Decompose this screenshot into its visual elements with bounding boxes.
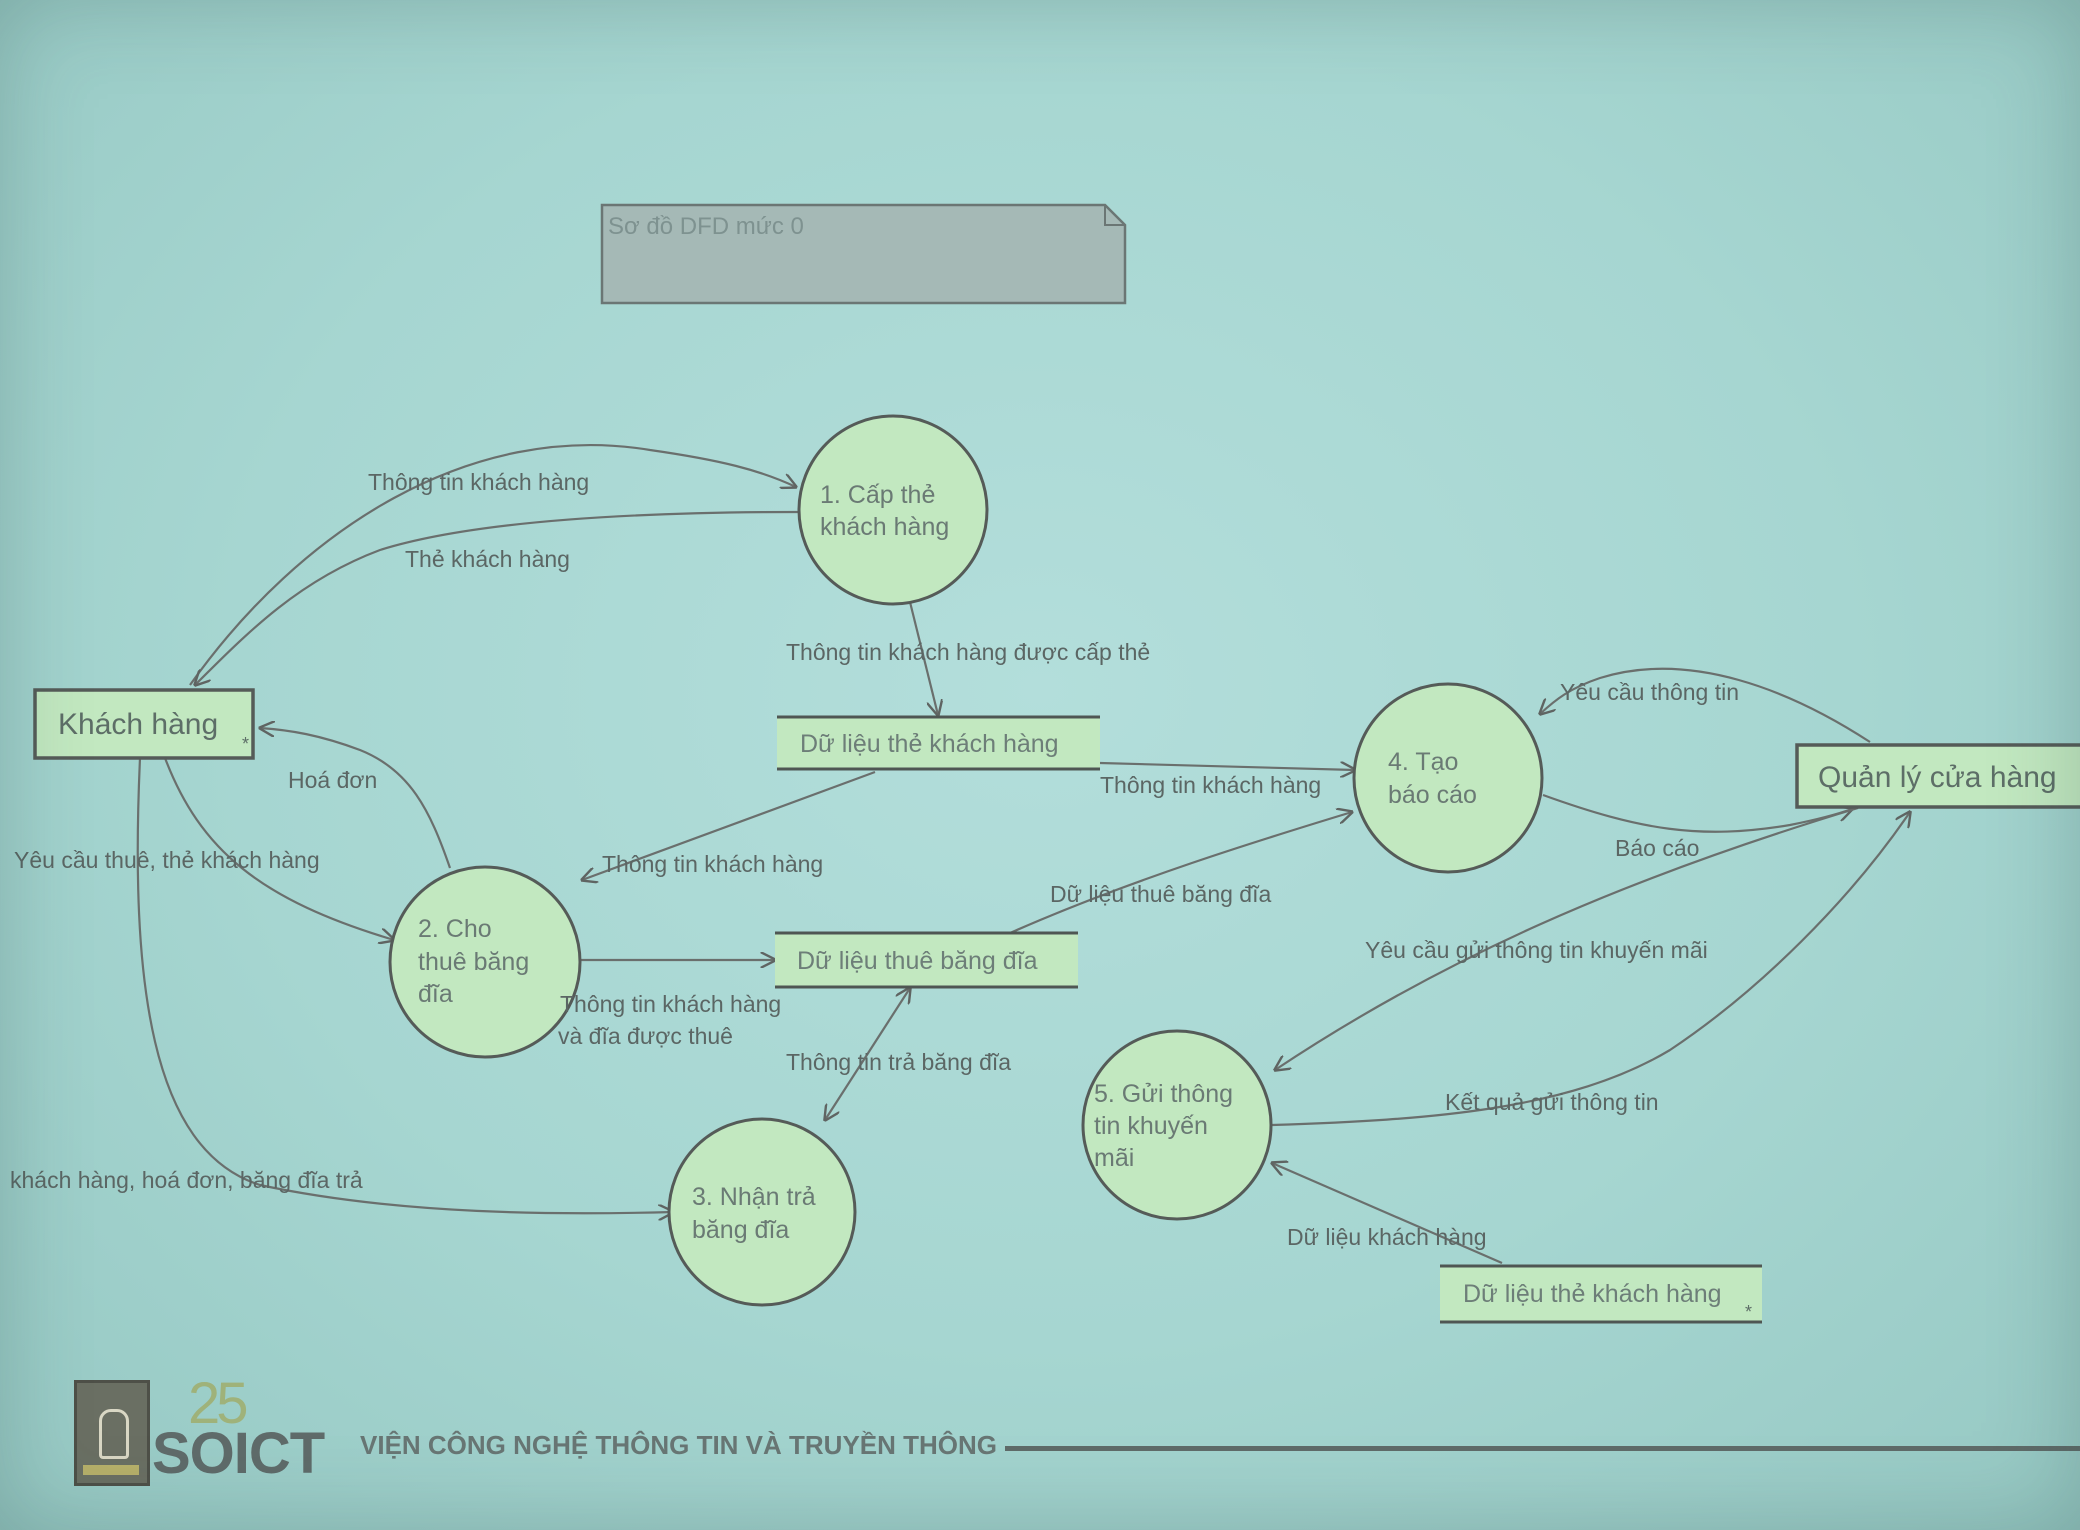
flow-label-info-request: Yêu cầu thông tin — [1560, 679, 1739, 705]
flow-label-return-info: Thông tin trả băng đĩa — [786, 1049, 1011, 1075]
university-logo-icon — [74, 1380, 150, 1486]
process-5-line2: tin khuyến — [1094, 1112, 1208, 1140]
flow-label-rental-data-report: Dữ liệu thuê băng đĩa — [1050, 881, 1271, 907]
flow-label-invoice: Hoá đơn — [288, 767, 377, 793]
process-4-line1: 4. Tạo — [1388, 748, 1458, 776]
flow-label-customer-info-top: Thông tin khách hàng — [368, 469, 589, 495]
flow-label-customer-info-store: Thông tin khách hàng — [602, 851, 823, 877]
process-1: 1. Cấp thẻ khách hàng — [797, 414, 989, 606]
data-flows — [136, 444, 1910, 1265]
flow-p3-store2 — [825, 988, 910, 1120]
process-2-line2: thuê băng — [418, 948, 529, 976]
flow-label-customer-card: Thẻ khách hàng — [405, 546, 570, 572]
flow-customer-to-p2 — [163, 757, 394, 940]
flow-p1-to-store1 — [908, 601, 938, 715]
process-2-line1: 2. Cho — [418, 915, 492, 943]
store-2-label: Dữ liệu thuê băng đĩa — [797, 947, 1038, 975]
store-1-label: Dữ liệu thẻ khách hàng — [800, 730, 1059, 758]
process-5: 5. Gửi thông tin khuyến mãi — [1081, 1029, 1273, 1221]
store-3-label: Dữ liệu thẻ khách hàng — [1463, 1280, 1722, 1308]
entity-store-manager: Quản lý cửa hàng — [1795, 743, 2080, 809]
flow-label-customer-data: Dữ liệu khách hàng — [1287, 1224, 1487, 1250]
anniversary-25-logo: 25 — [188, 1371, 248, 1436]
flow-store3-to-p5 — [1272, 1163, 1503, 1265]
process-5-line1: 5. Gửi thông — [1094, 1080, 1233, 1108]
entity-customer-marker: * — [242, 734, 249, 754]
process-2: 2. Cho thuê băng đĩa — [388, 865, 582, 1059]
store-customer-card-data-1: Dữ liệu thẻ khách hàng — [777, 715, 1100, 771]
process-4-line2: báo cáo — [1388, 781, 1477, 809]
flow-customer-to-p3 — [136, 757, 673, 1213]
flow-label-promo-request: Yêu cầu gửi thông tin khuyến mãi — [1365, 937, 1708, 963]
flow-p2-to-customer — [260, 728, 452, 869]
diagram-title: Sơ đồ DFD mức 0 — [608, 213, 804, 240]
flow-label-return-input: khách hàng, hoá đơn, băng đĩa trả — [10, 1167, 363, 1193]
flow-label-promo-result: Kết quả gửi thông tin — [1445, 1089, 1659, 1115]
process-2-line3: đĩa — [418, 980, 453, 1008]
flow-label-report: Báo cáo — [1615, 835, 1699, 861]
flow-p1-to-customer — [195, 510, 801, 685]
flow-label-rent-request: Yêu cầu thuê, thẻ khách hàng — [14, 847, 320, 873]
flow-label-card-issued-info: Thông tin khách hàng được cấp thẻ — [786, 639, 1150, 665]
slide-footer: 25 SOICT VIỆN CÔNG NGHỆ THÔNG TIN VÀ TRU… — [70, 1370, 2080, 1486]
entity-customer-label: Khách hàng — [58, 708, 218, 741]
process-1-line2: khách hàng — [820, 513, 949, 541]
process-1-line1: 1. Cấp thẻ — [820, 481, 935, 509]
footer-divider — [1005, 1446, 2080, 1451]
store-3-marker: * — [1745, 1302, 1752, 1322]
flow-store2-to-p4 — [1009, 812, 1352, 935]
flow-store1-to-p2 — [582, 770, 876, 880]
process-4: 4. Tạo báo cáo — [1352, 682, 1544, 874]
process-3-line1: 3. Nhận trả — [692, 1183, 816, 1211]
flow-label-rented-info-2: và đĩa được thuê — [558, 1023, 733, 1049]
process-3-line2: băng đĩa — [692, 1216, 789, 1244]
diagram-title-note: Sơ đồ DFD mức 0 — [600, 203, 1127, 305]
process-3: 3. Nhận trả băng đĩa — [667, 1117, 857, 1307]
flow-manager-to-p4 — [1540, 667, 1871, 743]
flow-manager-to-p5 — [1275, 806, 1859, 1070]
flow-p5-to-manager — [1271, 812, 1910, 1127]
entity-customer: Khách hàng * — [33, 688, 255, 760]
flow-label-rented-info-1: Thông tin khách hàng — [560, 991, 781, 1017]
flow-customer-to-p1 — [189, 444, 796, 686]
flow-label-customer-info-report: Thông tin khách hàng — [1100, 772, 1321, 798]
store-rental-data: Dữ liệu thuê băng đĩa — [775, 931, 1078, 989]
entity-manager-label: Quản lý cửa hàng — [1818, 761, 2057, 794]
flow-store1-to-p4 — [1099, 763, 1355, 770]
flow-labels: Thông tin khách hàng Thẻ khách hàng Thôn… — [10, 469, 1739, 1250]
process-5-line3: mãi — [1094, 1144, 1134, 1172]
institute-name: VIỆN CÔNG NGHỆ THÔNG TIN VÀ TRUYỀN THÔNG — [360, 1430, 998, 1460]
soict-logo-text: SOICT — [152, 1421, 325, 1486]
store-customer-card-data-2: Dữ liệu thẻ khách hàng * — [1440, 1264, 1762, 1324]
